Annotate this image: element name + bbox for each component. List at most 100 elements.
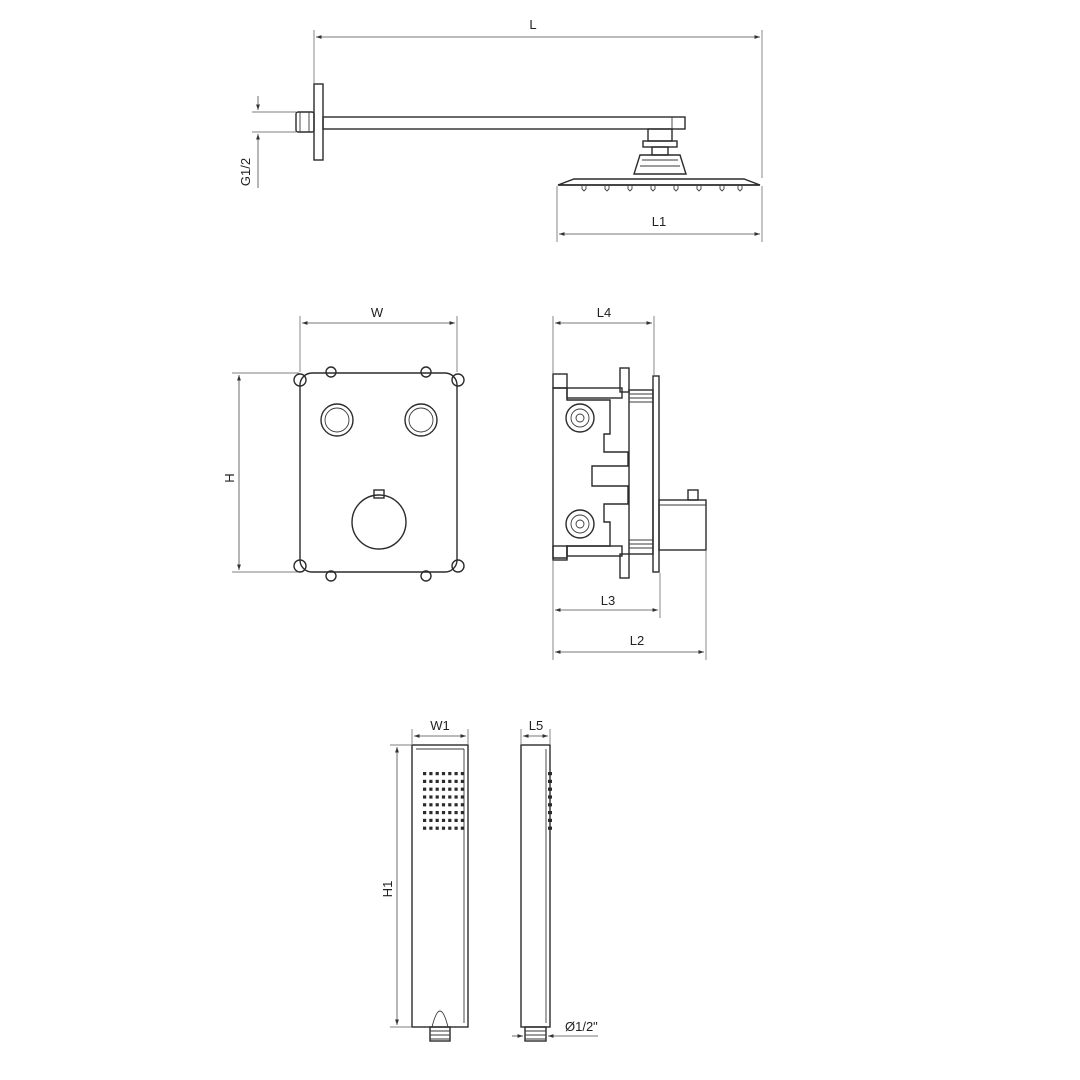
nozzle-row — [581, 185, 743, 192]
label-w: W — [371, 305, 384, 320]
cover-plate-edge — [652, 375, 660, 573]
hand-shower-body — [411, 744, 469, 1028]
nozzle-dot — [423, 772, 427, 776]
nozzle-dot — [460, 787, 464, 791]
side-nozzle-dot — [548, 795, 552, 799]
nozzle-dot — [454, 826, 458, 830]
nozzle-dot — [441, 795, 446, 799]
nozzle-dot — [429, 779, 433, 783]
nozzle-dot — [454, 811, 458, 815]
shower-arm — [322, 116, 686, 130]
nozzle-dot — [435, 795, 439, 799]
nozzle-dot — [460, 772, 464, 776]
side-nozzle-dot — [548, 772, 552, 776]
nozzle-dot — [448, 826, 452, 830]
nozzle-dot — [460, 811, 464, 815]
nozzle-dot — [435, 803, 439, 807]
label-l3: L3 — [601, 593, 615, 608]
side-nozzle-dot — [548, 779, 552, 783]
nozzle-dot — [429, 826, 433, 830]
hand-shower-side: L5 Ø1/2" — [512, 718, 598, 1042]
side-nozzle-column — [548, 772, 552, 830]
hand-shower-front: W1 H1 — [380, 718, 469, 1042]
nozzle-dot — [429, 772, 433, 776]
side-nozzle-dot — [548, 818, 552, 822]
knob-indicator — [373, 489, 385, 499]
nozzle-dot — [441, 811, 446, 815]
nozzle-dot — [423, 787, 427, 791]
label-l5: L5 — [529, 718, 543, 733]
nozzle-dot — [448, 795, 452, 799]
diverter-button-right — [404, 403, 438, 437]
nozzle-dot — [435, 772, 439, 776]
label-h1: H1 — [380, 881, 395, 898]
nozzle-dot — [423, 779, 427, 783]
nozzle-dot — [460, 795, 464, 799]
cover-plate — [299, 372, 458, 573]
nozzle-dot — [454, 795, 458, 799]
nozzle-dot — [441, 772, 446, 776]
nozzle-dot — [423, 826, 427, 830]
label-l2: L2 — [630, 633, 644, 648]
thread-connector — [429, 1026, 451, 1042]
nozzle-dot — [423, 795, 427, 799]
nozzle-dot — [454, 779, 458, 783]
nozzle-dot — [429, 795, 433, 799]
nozzle-dot — [423, 803, 427, 807]
shower-head-plate — [557, 178, 761, 186]
nozzle-dot — [448, 811, 452, 815]
side-nozzle-dot — [548, 811, 552, 815]
nozzle-dot — [441, 826, 446, 830]
label-diameter: Ø1/2" — [565, 1019, 598, 1034]
side-thread-connector — [524, 1026, 547, 1042]
hand-shower-outlet — [431, 1010, 449, 1028]
nozzle-dot — [448, 787, 452, 791]
mixer-front-view: W H — [222, 305, 465, 582]
nozzle-dot — [448, 772, 452, 776]
nozzle-dot — [435, 826, 439, 830]
nozzle-dot — [454, 787, 458, 791]
wall-connector — [295, 111, 315, 133]
label-w1: W1 — [430, 718, 450, 733]
nozzle-dot — [441, 818, 446, 822]
nozzle-dot — [460, 818, 464, 822]
nozzle-dot — [448, 818, 452, 822]
nozzle-dot — [460, 826, 464, 830]
nozzle-dot — [429, 803, 433, 807]
label-g: G1/2 — [238, 158, 253, 186]
nozzle-dot — [454, 772, 458, 776]
nozzle-dot — [429, 811, 433, 815]
nozzle-dot — [454, 803, 458, 807]
label-l: L — [529, 17, 536, 32]
nozzle-dot — [460, 803, 464, 807]
nozzle-grid — [423, 772, 464, 830]
nozzle-dot — [423, 811, 427, 815]
handle-side — [658, 499, 707, 551]
inlet-top — [565, 403, 595, 433]
label-l1: L1 — [652, 214, 666, 229]
nozzle-dot — [435, 818, 439, 822]
side-nozzle-dot — [548, 826, 552, 830]
side-nozzle-dot — [548, 787, 552, 791]
wall-flange — [313, 83, 324, 161]
nozzle-dot — [435, 779, 439, 783]
swivel-joint — [647, 128, 673, 142]
nozzle-dot — [441, 803, 446, 807]
nozzle-dot — [448, 779, 452, 783]
nozzle-dot — [429, 787, 433, 791]
label-l4: L4 — [597, 305, 611, 320]
nozzle-dot — [435, 787, 439, 791]
nozzle-dot — [441, 787, 446, 791]
label-h: H — [222, 473, 237, 482]
nozzle-dot — [429, 818, 433, 822]
side-nozzle-dot — [548, 803, 552, 807]
shower-arm-view: L L1 G1/2 — [238, 17, 763, 242]
thermostat-knob — [351, 494, 407, 550]
diverter-button-left — [320, 403, 354, 437]
nozzle-dot — [460, 779, 464, 783]
inlet-bottom — [565, 509, 595, 539]
mixer-side-view: L4 L3 L2 — [552, 305, 707, 660]
nozzle-dot — [454, 818, 458, 822]
nozzle-dot — [441, 779, 446, 783]
